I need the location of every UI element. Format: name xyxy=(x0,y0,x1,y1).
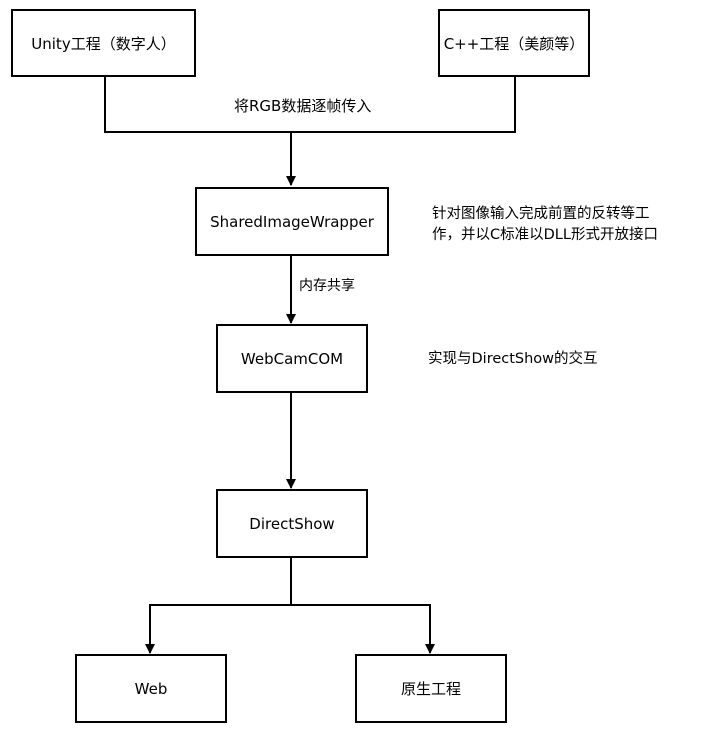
native-project-node[interactable]: 原生工程 xyxy=(355,654,507,723)
unity-project-node[interactable]: Unity工程（数字人） xyxy=(11,9,196,77)
shared-image-wrapper-node[interactable]: SharedImageWrapper xyxy=(195,187,389,256)
rgb-transfer-label: 将RGB数据逐帧传入 xyxy=(234,95,372,116)
shared-wrapper-note: 针对图像输入完成前置的反转等工 作，并以C标准以DLL形式开放接口 xyxy=(432,204,658,246)
cpp-project-node[interactable]: C++工程（美颜等） xyxy=(438,9,590,77)
merge-connector xyxy=(104,77,516,133)
directshow-node[interactable]: DirectShow xyxy=(216,489,368,558)
web-node[interactable]: Web xyxy=(75,654,227,723)
memory-share-label: 内存共享 xyxy=(299,275,355,295)
split-connector xyxy=(150,558,292,606)
shared-note-line2: 作，并以C标准以DLL形式开放接口 xyxy=(432,227,658,243)
webcamcom-node[interactable]: WebCamCOM xyxy=(216,324,368,393)
webcamcom-note: 实现与DirectShow的交互 xyxy=(428,351,598,367)
shared-note-line1: 针对图像输入完成前置的反转等工 xyxy=(432,206,650,222)
